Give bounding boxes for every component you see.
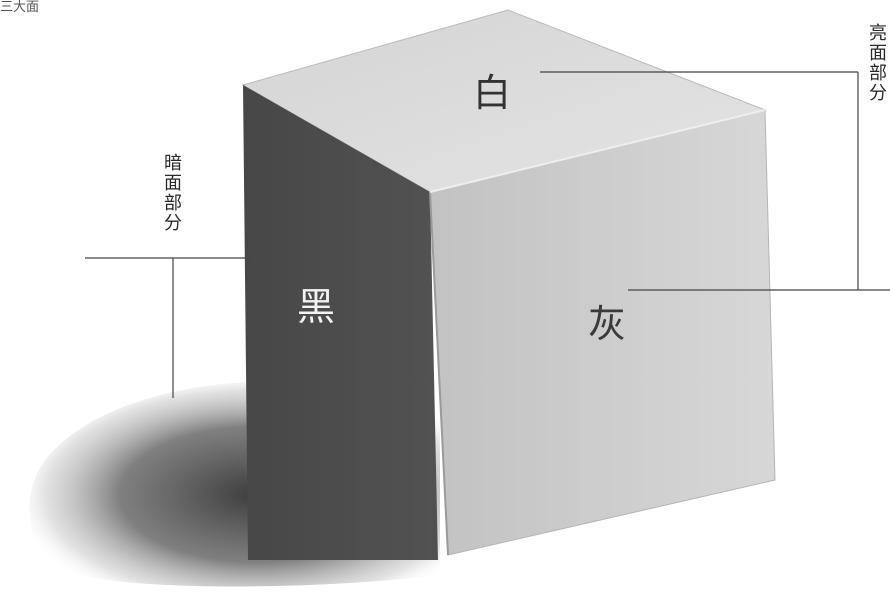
bright-part-label: 亮面部分 xyxy=(869,23,887,104)
dark-face-label: 黑 xyxy=(297,285,336,329)
cube-edge xyxy=(429,191,449,556)
dark-face xyxy=(243,85,438,560)
dark-part-label: 暗面部分 xyxy=(164,153,182,234)
corner-caption: 三大面 xyxy=(0,0,40,15)
top-face-label: 白 xyxy=(473,71,512,115)
cube-edge xyxy=(429,109,766,193)
front-face-label: 灰 xyxy=(588,302,627,346)
